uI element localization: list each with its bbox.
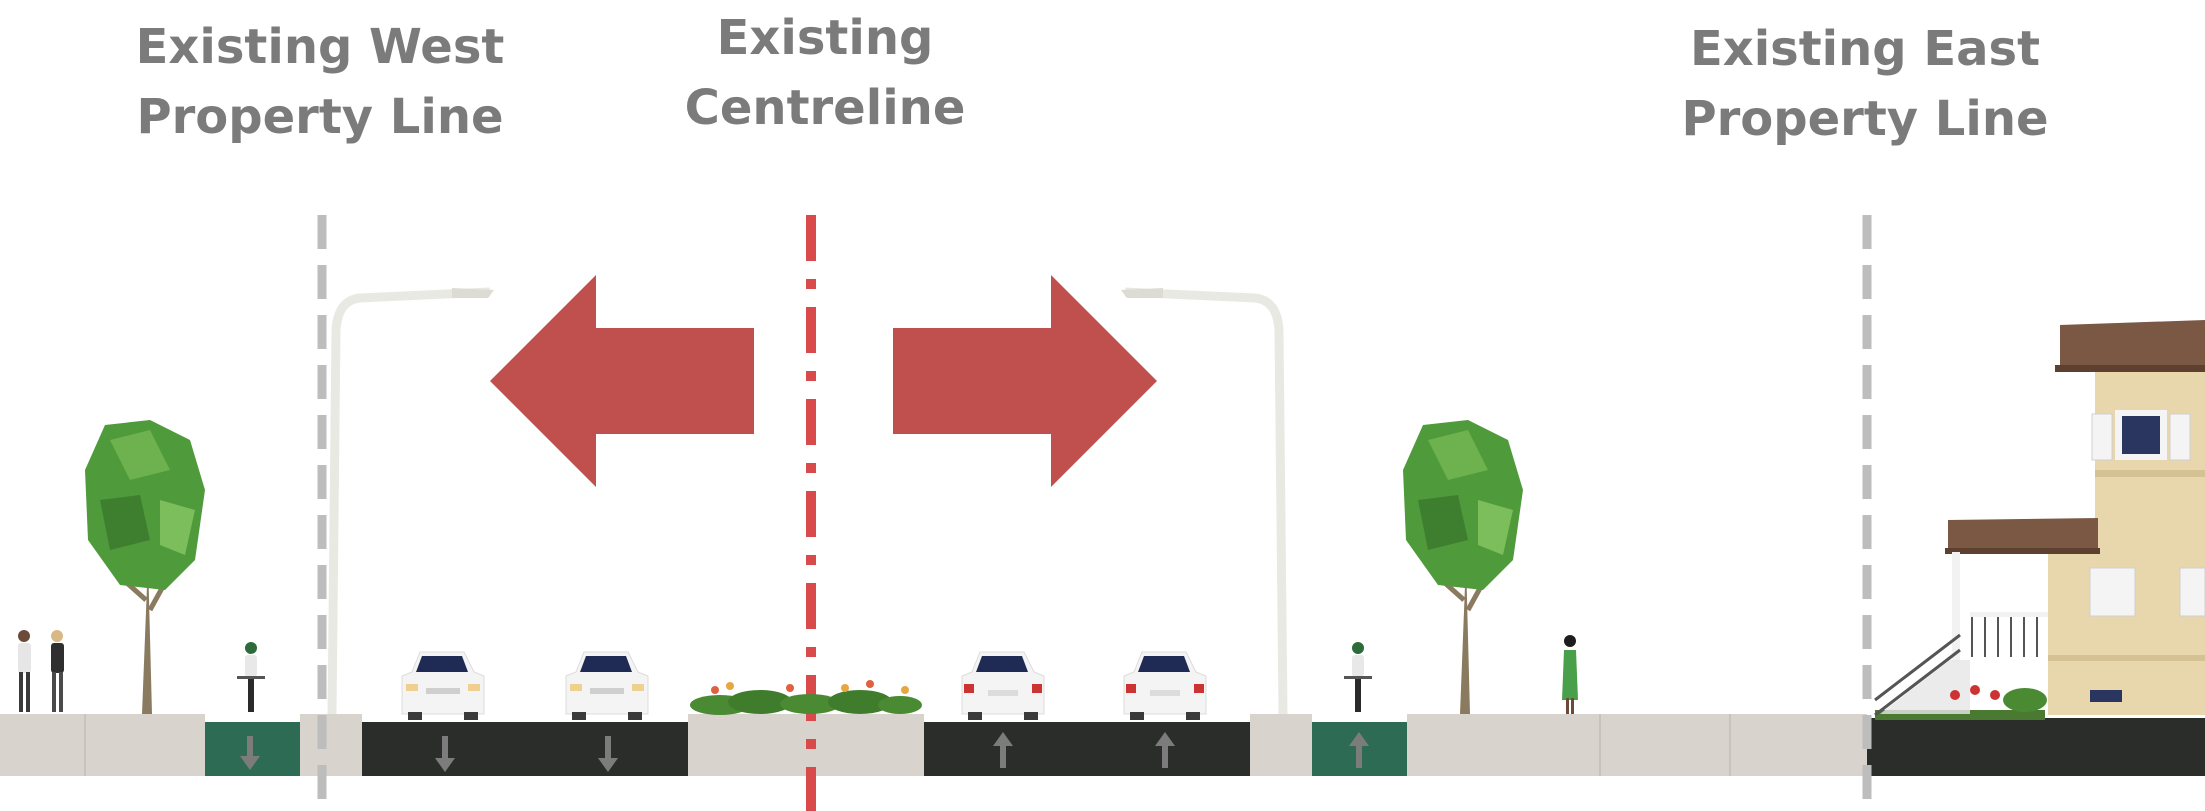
centreline-label: Existing Centreline — [640, 3, 1010, 143]
southbound-travel-lanes — [362, 722, 688, 776]
centreline-label-line1: Existing — [716, 10, 934, 66]
east-sidewalk — [1407, 714, 1867, 776]
west-sidewalk — [0, 714, 205, 776]
east-label-line1: Existing East — [1689, 21, 2041, 77]
median-planting — [690, 680, 922, 715]
east-property-line-label: Existing East Property Line — [1640, 14, 2090, 154]
east-street-lamp — [1121, 287, 1288, 715]
east-pedestrian — [1562, 635, 1578, 714]
west-buffer — [300, 714, 362, 776]
arrow-down-icon — [598, 736, 618, 772]
private-property-ground — [1867, 718, 2205, 776]
arrow-down-icon — [240, 736, 260, 770]
east-cyclist — [1344, 642, 1372, 712]
west-property-line-label: Existing West Property Line — [100, 12, 540, 152]
east-buffer — [1250, 714, 1312, 776]
west-pedestrians — [18, 630, 64, 712]
lane-arrows — [240, 732, 1369, 772]
west-cyclist — [237, 642, 265, 712]
east-label-line2: Property Line — [1681, 91, 2049, 147]
arrow-left-icon — [490, 275, 754, 487]
northbound-car-2 — [1123, 651, 1207, 720]
arrow-up-icon — [1155, 732, 1175, 768]
east-tree — [1403, 420, 1523, 714]
ground — [0, 710, 2205, 776]
southbound-car-2 — [565, 651, 649, 720]
arrow-up-icon — [993, 732, 1013, 768]
arrow-down-icon — [435, 736, 455, 772]
west-street-lamp — [327, 287, 494, 715]
northbound-travel-lanes — [924, 722, 1250, 776]
centreline-label-line2: Centreline — [684, 80, 966, 136]
west-label-line1: Existing West — [135, 19, 505, 75]
arrow-right-icon — [893, 275, 1157, 487]
west-label-line2: Property Line — [136, 89, 504, 145]
west-tree — [85, 420, 205, 714]
southbound-car-1 — [401, 651, 485, 720]
arrow-up-icon — [1349, 732, 1369, 768]
house — [1874, 320, 2205, 717]
northbound-car-1 — [961, 651, 1045, 720]
